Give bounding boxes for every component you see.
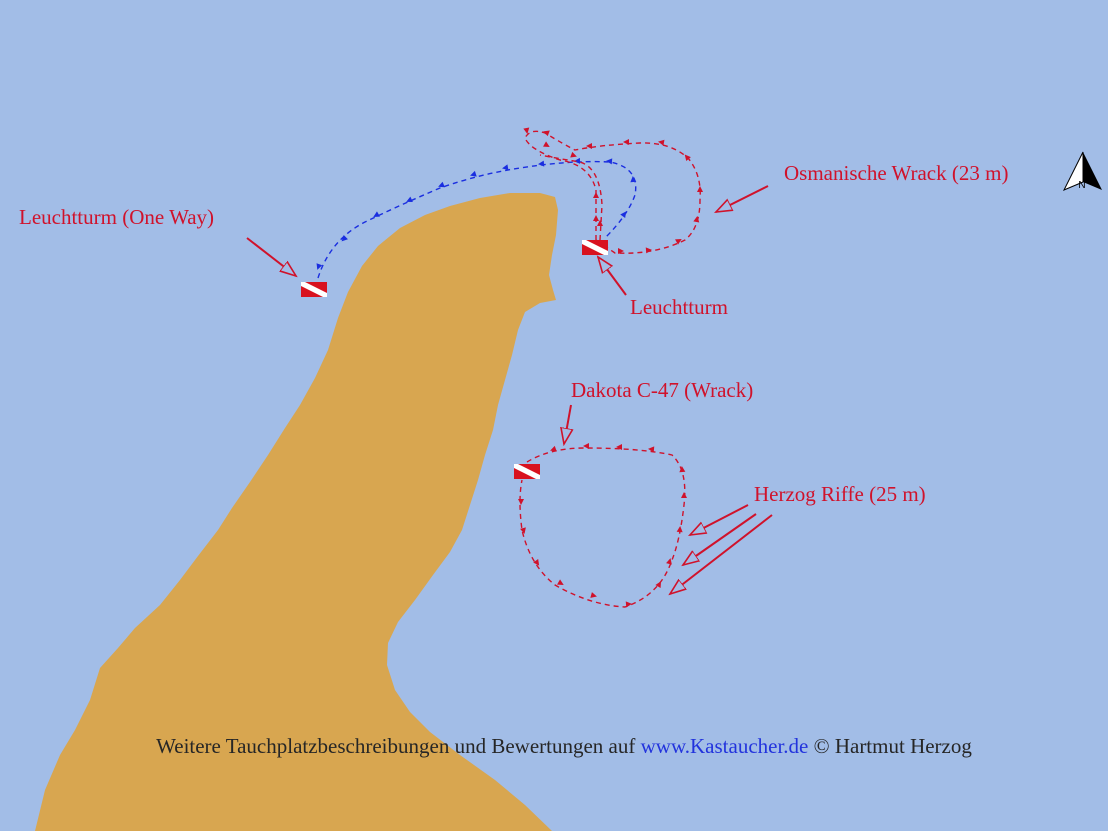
dive-flag-icon[interactable]	[514, 464, 540, 479]
route-dakota-arrows	[518, 443, 687, 608]
route-leuchtturm-arrows	[523, 127, 703, 254]
footer-credit: © Hartmut Herzog	[813, 734, 972, 758]
dive-flag-icon[interactable]	[301, 282, 327, 297]
pointer-herzog-2	[683, 513, 757, 565]
pointer-dakota	[564, 404, 571, 444]
pointer-herzog-1	[690, 504, 749, 535]
route-dakota-red	[519, 447, 686, 608]
label-dakota: Dakota C-47 (Wrack)	[571, 378, 753, 402]
route-leuchtturm-red-inner	[539, 154, 603, 241]
footer-link[interactable]: www.Kastaucher.de	[640, 734, 809, 758]
label-leuchtturm: Leuchtturm	[630, 295, 728, 319]
footer-text: Weitere Tauchplatzbeschreibungen und Bew…	[156, 734, 636, 758]
label-herzog-riffe: Herzog Riffe (25 m)	[754, 482, 926, 506]
north-arrow-icon: N	[1062, 151, 1102, 191]
label-leuchtturm-one-way: Leuchtturm (One Way)	[19, 205, 214, 229]
label-osmanische-wrack: Osmanische Wrack (23 m)	[784, 161, 1008, 185]
pointer-leuchtturm	[598, 257, 627, 296]
route-one-way-blue	[317, 160, 637, 279]
pointer-one-way	[246, 237, 296, 276]
pointer-herzog-3	[670, 514, 773, 594]
dive-flag-icon[interactable]	[582, 240, 608, 255]
label-pointers	[246, 185, 773, 594]
peninsula-land	[35, 193, 558, 831]
footer-credits: Weitere Tauchplatzbeschreibungen und Bew…	[0, 734, 1108, 759]
route-one-way-arrows	[316, 157, 637, 270]
north-letter: N	[1078, 180, 1085, 191]
pointer-osmanische	[716, 185, 769, 212]
